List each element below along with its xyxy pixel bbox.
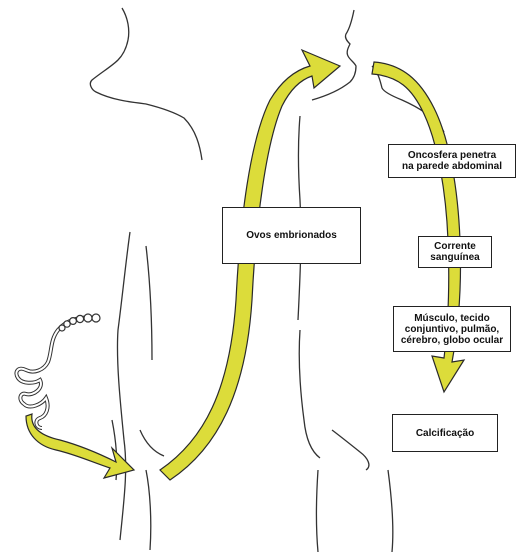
label-ovos-embrionados: Ovos embrionados [222, 207, 361, 264]
label-calcificacao-text: Calcificação [416, 428, 474, 439]
label-corrente-sanguinea: Corrente sanguínea [418, 236, 492, 268]
arrow-eggs-ingested [160, 50, 340, 480]
label-corrente-text: Corrente sanguínea [430, 241, 479, 263]
label-oncosfera: Oncosfera penetra na parede abdominal [388, 144, 516, 178]
label-calcificacao: Calcificação [392, 414, 498, 452]
label-musculo: Músculo, tecido conjuntivo, pulmão, cére… [393, 306, 511, 352]
label-ovos-text: Ovos embrionados [246, 230, 337, 241]
tapeworm-icon [16, 314, 100, 428]
arrow-to-body [26, 414, 134, 478]
label-musculo-text: Músculo, tecido conjuntivo, pulmão, cére… [401, 313, 503, 346]
label-oncosfera-text: Oncosfera penetra na parede abdominal [402, 150, 502, 172]
